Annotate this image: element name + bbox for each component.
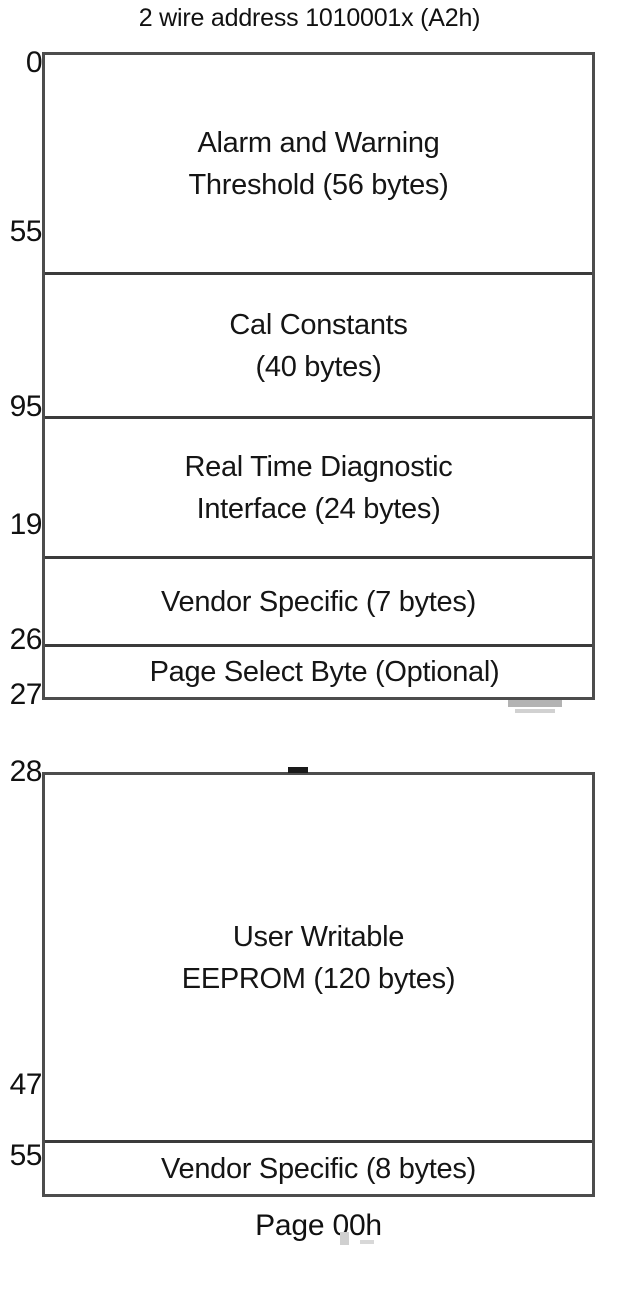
segment-label-line: Vendor Specific (7 bytes) <box>161 585 476 618</box>
address-label-126: 26 <box>9 623 43 656</box>
segment-label-line: EEPROM (120 bytes) <box>181 962 456 995</box>
segment-real-time-diagnostic-interface: Real Time Diagnostic Interface (24 bytes… <box>45 416 592 556</box>
scan-artifact <box>515 709 555 713</box>
segment-label: Vendor Specific (7 bytes) <box>161 581 476 623</box>
segment-label-line: Real Time Diagnostic <box>184 450 453 483</box>
segment-vendor-specific-7: Vendor Specific (7 bytes) <box>45 556 592 644</box>
segment-label-line: Alarm and Warning <box>197 126 440 159</box>
address-label-0: 0 <box>25 46 43 79</box>
segment-label: User Writable EEPROM (120 bytes) <box>181 916 456 1000</box>
segment-label: Page Select Byte (Optional) <box>150 651 500 693</box>
segment-label-line: User Writable <box>232 920 405 953</box>
segment-label-line: Interface (24 bytes) <box>196 492 441 525</box>
segment-page-select-byte: Page Select Byte (Optional) <box>45 644 592 697</box>
segment-label: Vendor Specific (8 bytes) <box>161 1148 476 1190</box>
address-label-119: 19 <box>9 508 43 541</box>
page-caption: Page 00h <box>255 1209 382 1242</box>
address-label-255: 55 <box>9 1139 43 1172</box>
scan-artifact <box>508 700 562 707</box>
address-label-128: 28 <box>9 755 43 788</box>
segment-label-line: Vendor Specific (8 bytes) <box>161 1152 476 1185</box>
address-label-95: 95 <box>9 390 43 423</box>
segment-label-line: Page Select Byte (Optional) <box>149 656 500 688</box>
segment-label-line: Threshold (56 bytes) <box>188 168 449 201</box>
segment-cal-constants: Cal Constants (40 bytes) <box>45 272 592 416</box>
segment-label-line: (40 bytes) <box>255 350 382 383</box>
address-label-127: 27 <box>9 678 43 711</box>
segment-label: Real Time Diagnostic Interface (24 bytes… <box>185 446 453 530</box>
segment-label-line: Cal Constants <box>229 308 408 341</box>
segment-label: Alarm and Warning Threshold (56 bytes) <box>189 122 449 206</box>
address-label-55: 55 <box>9 215 43 248</box>
segment-label: Cal Constants (40 bytes) <box>229 304 408 388</box>
segment-user-writable-eeprom: User Writable EEPROM (120 bytes) <box>45 775 592 1140</box>
segment-alarm-warning-threshold: Alarm and Warning Threshold (56 bytes) <box>45 55 592 272</box>
address-label-247: 47 <box>9 1068 43 1101</box>
memory-block-a2h: Alarm and Warning Threshold (56 bytes) C… <box>42 52 595 700</box>
segment-vendor-specific-8: Vendor Specific (8 bytes) <box>45 1140 592 1194</box>
diagram-title: 2 wire address 1010001x (A2h) <box>138 4 481 32</box>
memory-block-page00h: User Writable EEPROM (120 bytes) Vendor … <box>42 772 595 1197</box>
